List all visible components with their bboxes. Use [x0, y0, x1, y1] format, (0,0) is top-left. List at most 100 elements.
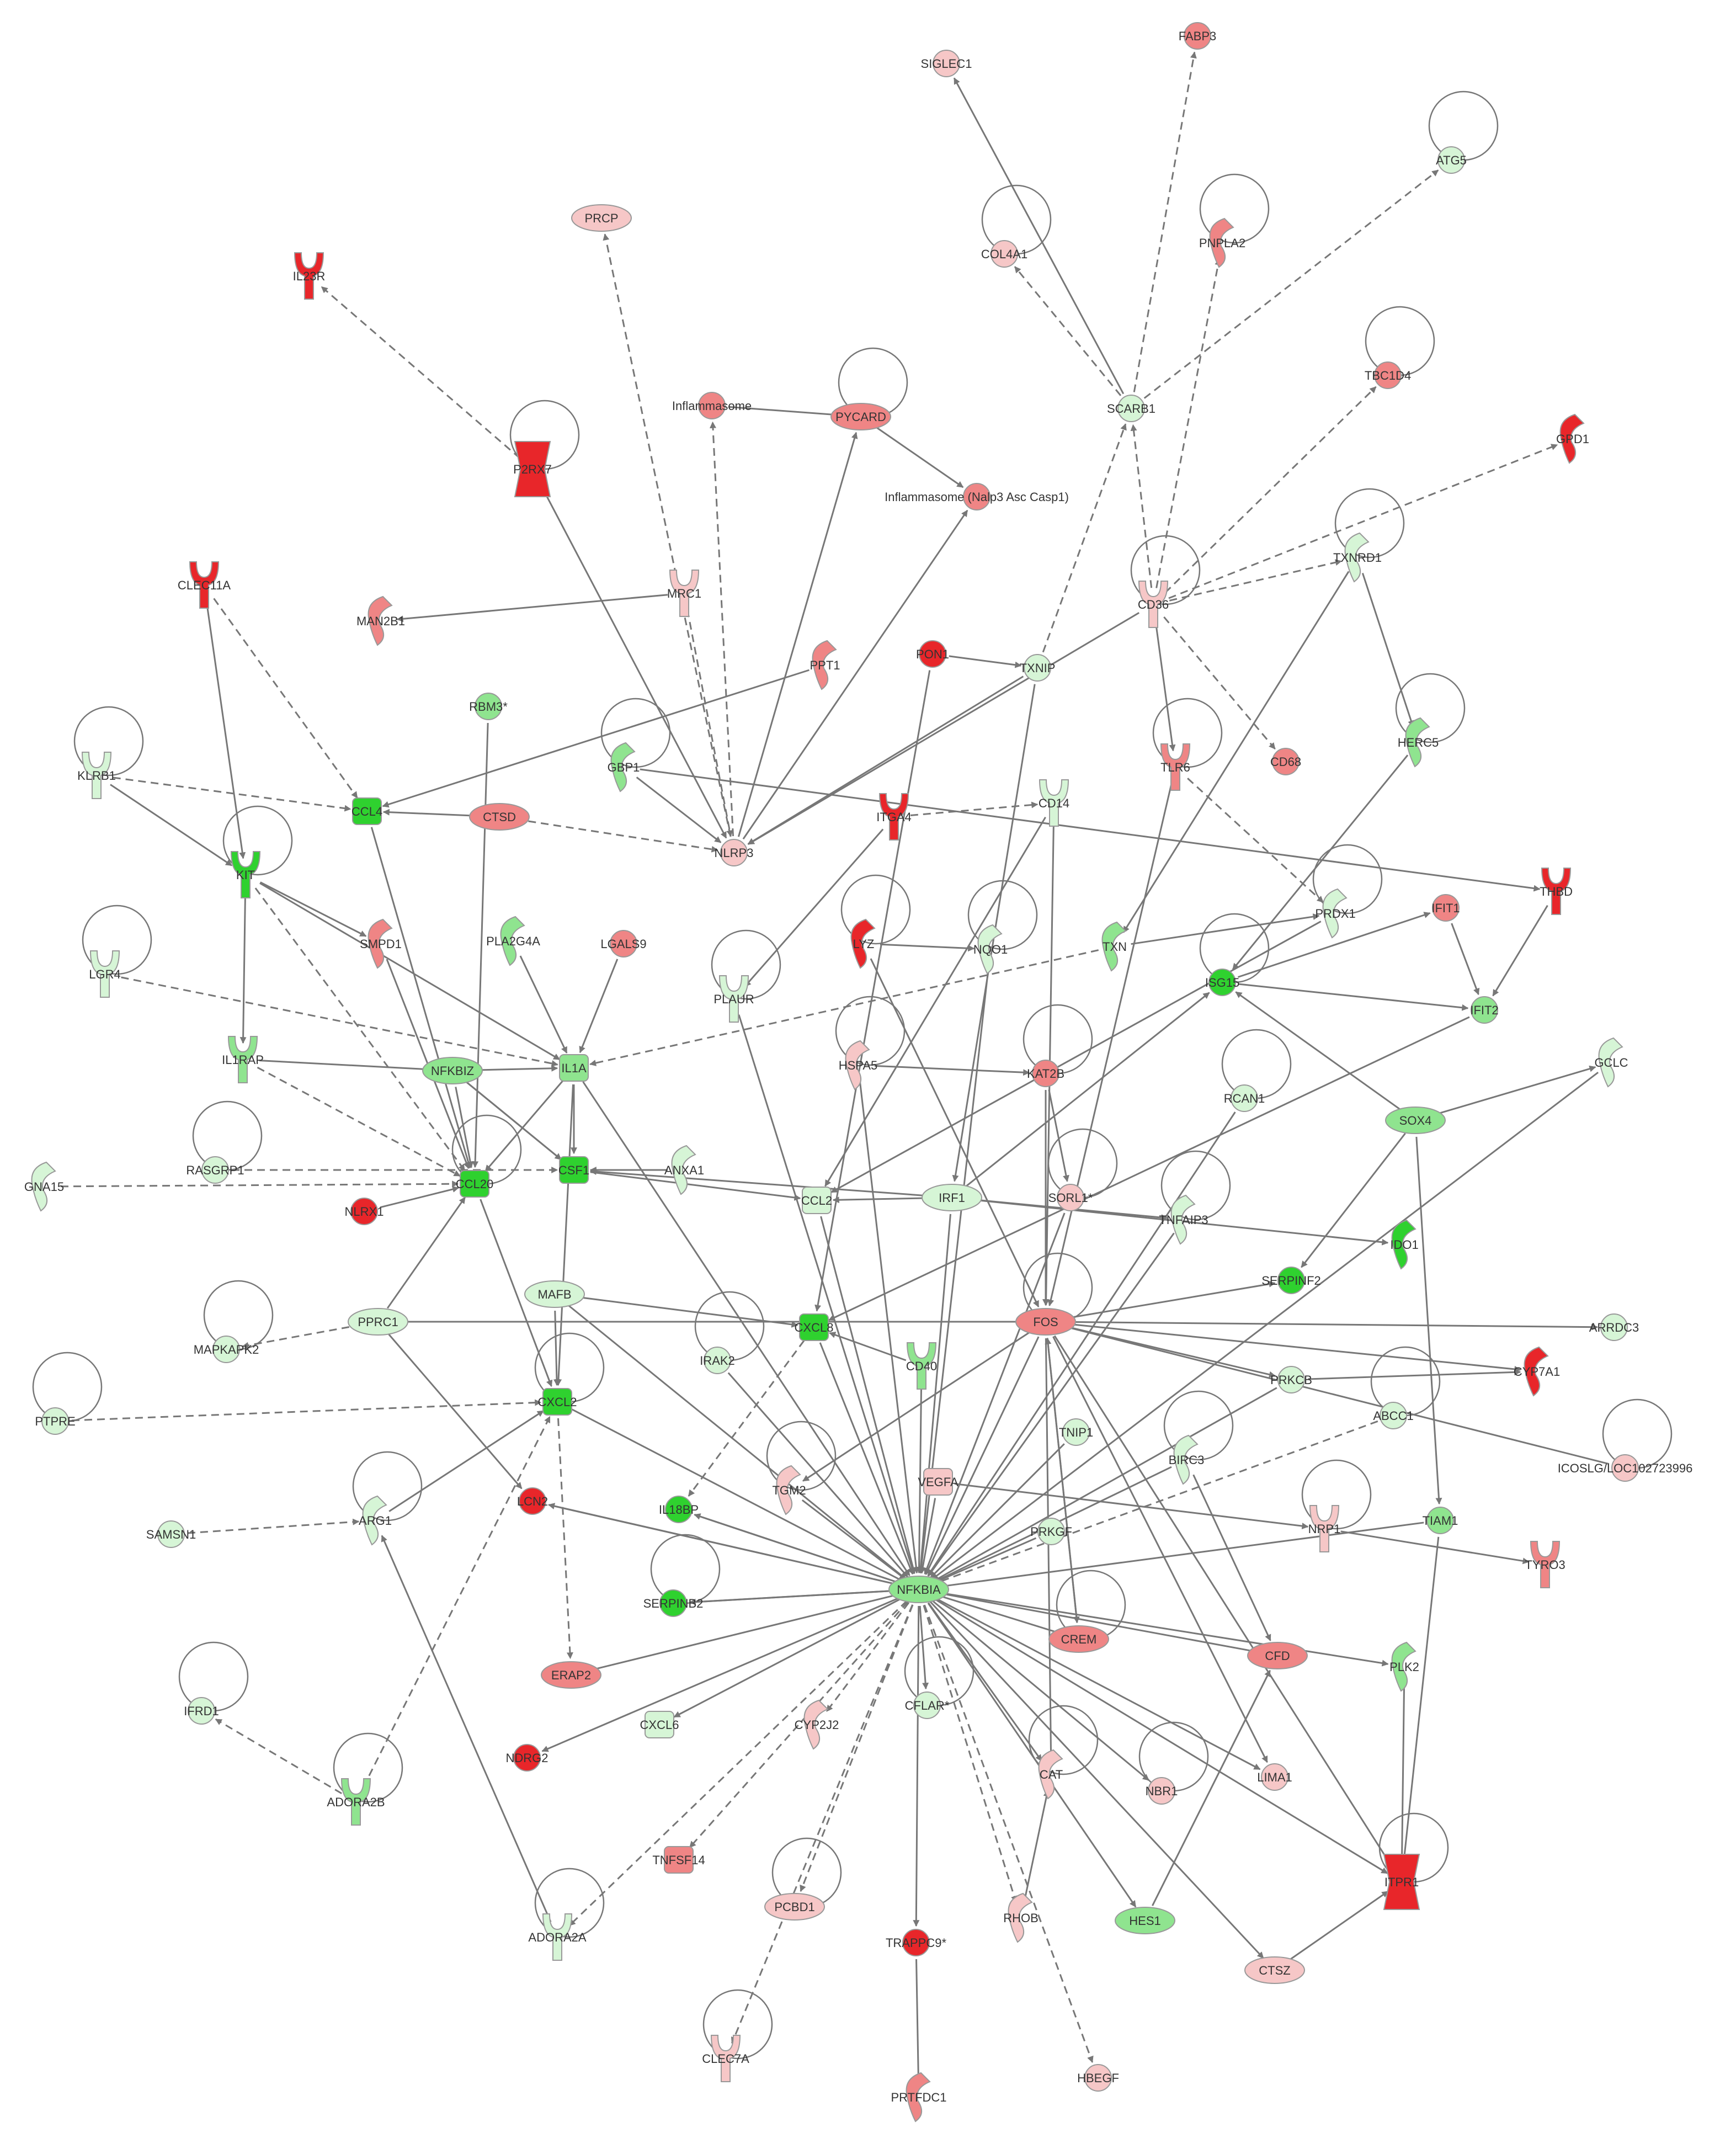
node-tiam1[interactable]: TIAM1 [1423, 1507, 1458, 1534]
node-pcbd1[interactable]: PCBD1 [764, 1893, 825, 1921]
node-cyp2j2[interactable]: CYP2J2 [795, 1699, 839, 1750]
node-erap2[interactable]: ERAP2 [541, 1661, 601, 1689]
node-txn[interactable]: TXN [1101, 921, 1127, 972]
node-prdx1[interactable]: PRDX1 [1315, 888, 1356, 939]
node-clec11a[interactable]: CLEC11A [178, 561, 231, 609]
node-cd40[interactable]: CD40 [906, 1342, 937, 1390]
node-tnfaip3[interactable]: TNFAIP3 [1159, 1194, 1208, 1245]
node-nfkbiz[interactable]: NFKBIZ [422, 1057, 483, 1084]
node-klrb1[interactable]: KLRB1 [77, 752, 116, 799]
node-sox4[interactable]: SOX4 [1385, 1107, 1446, 1134]
node-ctsd[interactable]: CTSD [469, 803, 530, 831]
node-fabp3[interactable]: FABP3 [1179, 22, 1216, 50]
node-arrdc3[interactable]: ARRDC3 [1589, 1313, 1639, 1341]
node-hbegf[interactable]: HBEGF [1077, 2064, 1119, 2092]
node-txnip[interactable]: TXNIP [1020, 654, 1056, 682]
node-lgals9[interactable]: LGALS9 [600, 930, 647, 958]
node-cd36[interactable]: CD36 [1138, 581, 1169, 628]
node-sorl1[interactable]: SORL1* [1048, 1184, 1093, 1211]
node-ido1[interactable]: IDO1 [1390, 1219, 1419, 1270]
node-rasgrp1[interactable]: RASGRP1 [186, 1156, 244, 1184]
node-lcn2[interactable]: LCN2 [517, 1487, 548, 1515]
node-pnpla2[interactable]: PNPLA2 [1199, 217, 1245, 268]
node-gna15[interactable]: GNA15 [24, 1161, 64, 1212]
node-cyp7a1[interactable]: CYP7A1 [1514, 1346, 1560, 1397]
node-mrc1[interactable]: MRC1 [667, 570, 701, 617]
node-cat[interactable]: CAT [1038, 1749, 1063, 1800]
node-ifit2[interactable]: IFIT2 [1470, 996, 1499, 1024]
node-cd68[interactable]: CD68 [1270, 748, 1301, 775]
node-mafb[interactable]: MAFB [524, 1280, 585, 1308]
node-kat2b[interactable]: KAT2B [1027, 1060, 1064, 1087]
node-pon1[interactable]: PON1 [916, 640, 949, 668]
node-prkgf[interactable]: PRKGF [1030, 1518, 1072, 1545]
node-isg15[interactable]: ISG15 [1205, 969, 1239, 996]
node-prcp[interactable]: PRCP [571, 204, 632, 232]
node-adora2a[interactable]: ADORA2A [528, 1913, 587, 1961]
node-rcan1[interactable]: RCAN1 [1224, 1084, 1265, 1112]
node-samsn1[interactable]: SAMSN1 [146, 1520, 196, 1548]
node-pla2g4a[interactable]: PLA2G4A [486, 916, 540, 966]
node-gpd1[interactable]: GPD1 [1556, 413, 1589, 464]
node-inflnalp3[interactable]: Inflammasome (Nalp3 Asc Casp1) [885, 483, 1069, 510]
node-nbr1[interactable]: NBR1 [1146, 1777, 1178, 1805]
node-ndrg2[interactable]: NDRG2 [505, 1744, 549, 1772]
node-kit[interactable]: KIT [230, 851, 261, 898]
node-birc3[interactable]: BIRC3 [1169, 1434, 1205, 1485]
node-il23r[interactable]: IL23R [293, 252, 326, 300]
node-il18bp[interactable]: IL18BP [659, 1496, 699, 1523]
node-hes1[interactable]: HES1 [1115, 1907, 1175, 1934]
node-siglec1[interactable]: SIGLEC1 [921, 50, 972, 77]
node-herc5[interactable]: HERC5 [1398, 717, 1439, 768]
node-tbc1d4[interactable]: TBC1D4 [1365, 361, 1411, 389]
node-p2rx7[interactable]: P2RX7 [513, 441, 552, 497]
node-il1rap[interactable]: IL1RAP [222, 1036, 264, 1083]
node-lima1[interactable]: LIMA1 [1257, 1763, 1292, 1791]
node-csf1[interactable]: CSF1 [558, 1156, 589, 1184]
node-cxcl6[interactable]: CXCL6 [640, 1711, 679, 1738]
node-col4a1[interactable]: COL4A1 [981, 240, 1027, 268]
node-lyz[interactable]: LYZ [850, 918, 876, 969]
node-plk2[interactable]: PLK2 [1389, 1641, 1419, 1692]
node-txnrd1[interactable]: TXNRD1 [1333, 532, 1382, 583]
node-nfkbia[interactable]: NFKBIA [888, 1576, 949, 1603]
node-nqo1[interactable]: NQO1 [973, 924, 1008, 975]
node-nlrp3[interactable]: NLRP3 [715, 839, 754, 866]
node-ccl2[interactable]: CCL2 [801, 1187, 832, 1214]
node-tyro3[interactable]: TYRO3 [1525, 1541, 1565, 1588]
node-ccl4[interactable]: CCL4 [352, 797, 382, 825]
node-tgm2[interactable]: TGM2 [772, 1465, 806, 1515]
node-tlr6[interactable]: TLR6 [1160, 743, 1191, 791]
node-cxcl2[interactable]: CXCL2 [538, 1388, 577, 1416]
node-ccl20[interactable]: CCL20 [456, 1170, 493, 1198]
node-ctsz[interactable]: CTSZ [1244, 1956, 1305, 1984]
node-ptpre[interactable]: PTPRE [35, 1407, 76, 1435]
node-gclc[interactable]: GCLC [1594, 1037, 1628, 1088]
node-itpr1[interactable]: ITPR1 [1383, 1854, 1420, 1910]
node-cd14[interactable]: CD14 [1039, 779, 1069, 827]
node-vegfa[interactable]: VEGFA [918, 1468, 958, 1496]
node-thbd[interactable]: THBD [1540, 868, 1573, 915]
node-lgr4[interactable]: LGR4 [89, 950, 121, 998]
node-cflar[interactable]: CFLAR* [905, 1691, 950, 1719]
node-rhob[interactable]: RHOB [1003, 1892, 1039, 1943]
node-tnfsf14[interactable]: TNFSF14 [652, 1846, 705, 1874]
node-rbm3[interactable]: RBM3* [469, 693, 508, 720]
node-irak2[interactable]: IRAK2 [700, 1347, 735, 1374]
node-abcc1[interactable]: ABCC1 [1373, 1402, 1414, 1429]
node-itga4[interactable]: ITGA4 [876, 793, 912, 841]
node-man2b1[interactable]: MAN2B1 [356, 595, 405, 646]
node-crem[interactable]: CREM [1048, 1625, 1109, 1653]
node-pprc1[interactable]: PPRC1 [348, 1308, 408, 1336]
node-clec7a[interactable]: CLEC7A [702, 2035, 749, 2082]
node-prtfdc1[interactable]: PRTFDC1 [891, 2072, 947, 2123]
node-irf1[interactable]: IRF1 [922, 1184, 982, 1211]
node-ppt1[interactable]: PPT1 [810, 640, 840, 690]
node-tnip1[interactable]: TNIP1 [1059, 1418, 1093, 1446]
node-icoslg[interactable]: ICOSLG/LOC102723996 [1558, 1454, 1693, 1482]
node-nlrx1[interactable]: NLRX1 [345, 1198, 384, 1225]
node-scarb1[interactable]: SCARB1 [1107, 395, 1155, 422]
node-fos[interactable]: FOS [1015, 1308, 1076, 1336]
node-il1a[interactable]: IL1A [559, 1054, 589, 1082]
node-cxcl8[interactable]: CXCL8 [795, 1313, 834, 1341]
